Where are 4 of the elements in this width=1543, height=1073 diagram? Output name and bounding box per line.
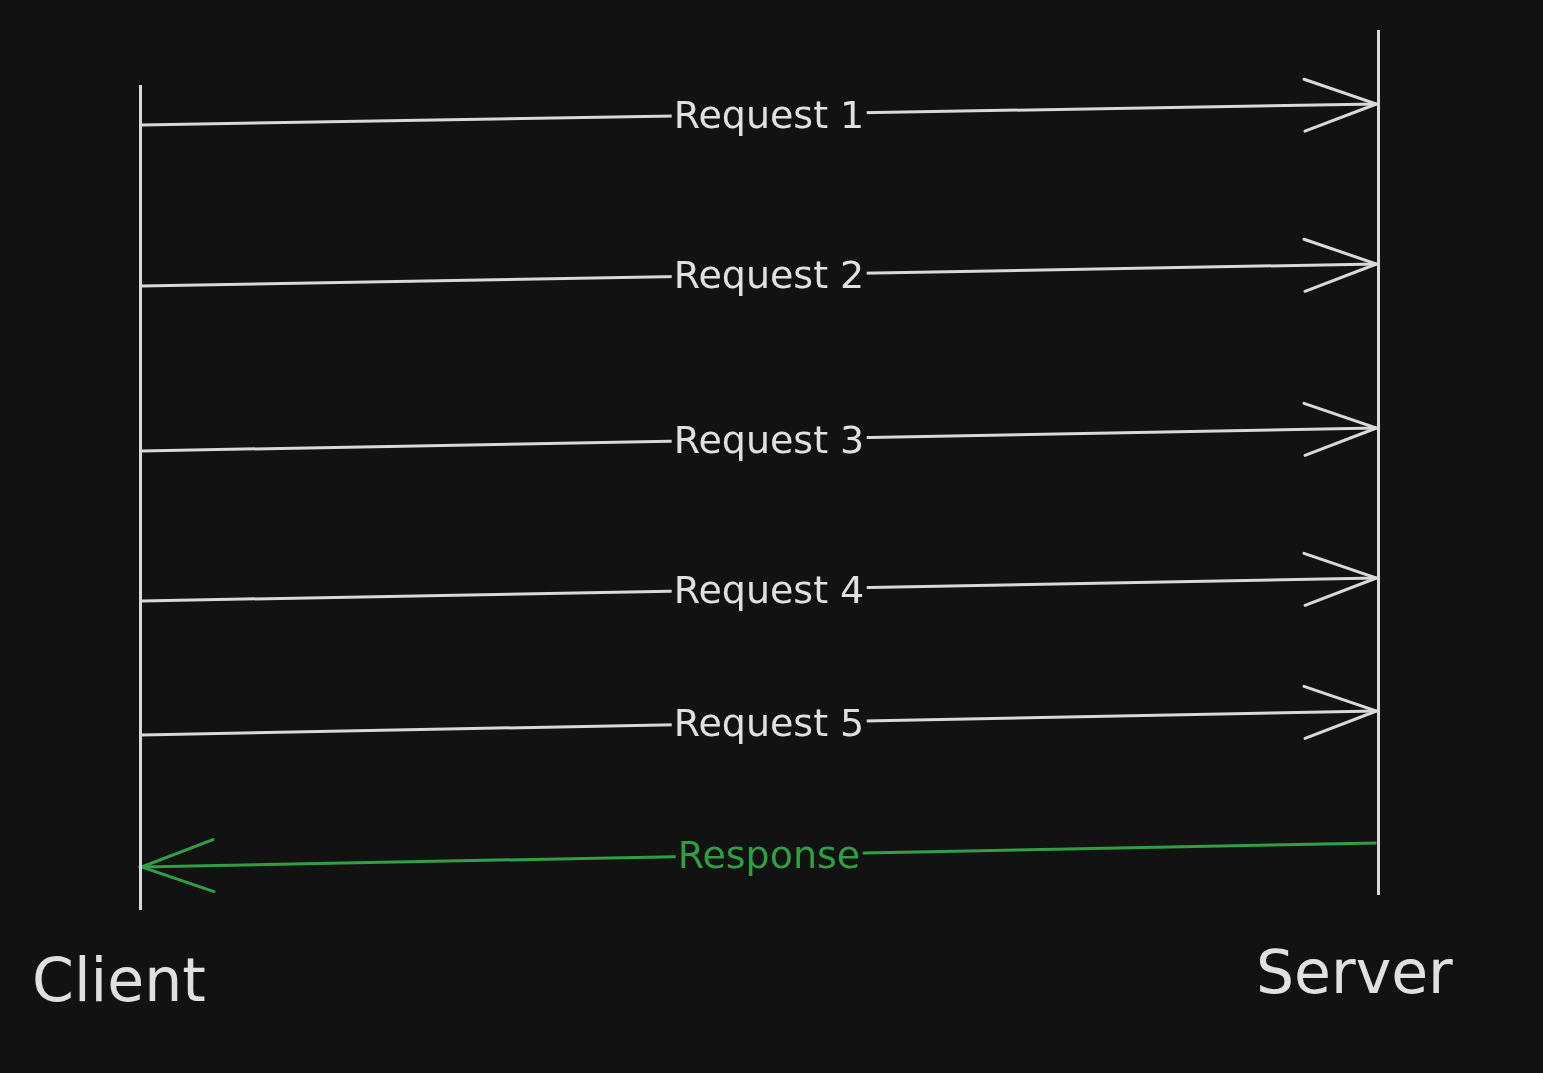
lifeline: [138, 85, 142, 910]
participant-label: Server: [1256, 942, 1453, 1002]
lifeline: [1376, 30, 1380, 895]
participant-label: Client: [32, 950, 206, 1010]
